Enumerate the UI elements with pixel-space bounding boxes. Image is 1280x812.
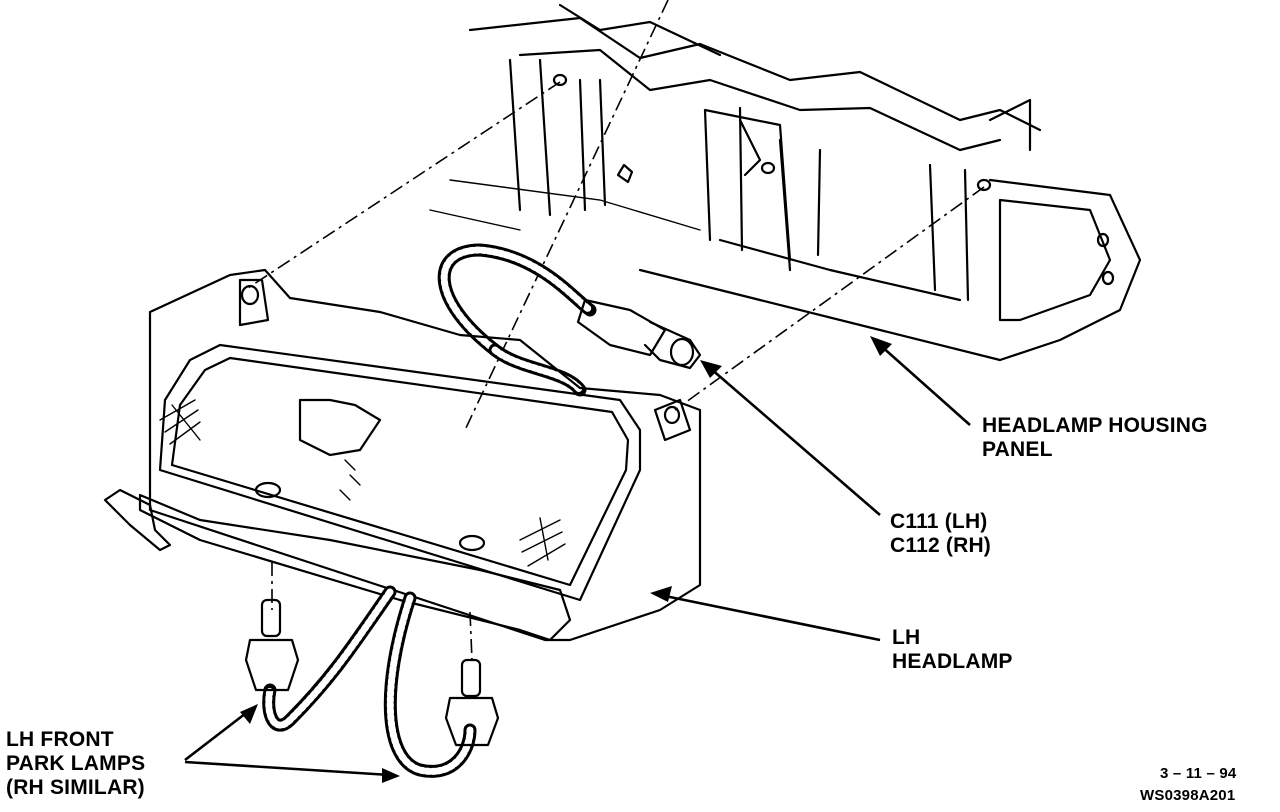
label-line: LH bbox=[892, 626, 921, 649]
label-line: PARK LAMPS bbox=[6, 752, 146, 775]
arrowhead bbox=[870, 336, 892, 356]
alignment-lines bbox=[244, 0, 985, 661]
label-line: PANEL bbox=[982, 438, 1053, 461]
label-line: HEADLAMP bbox=[892, 650, 1013, 673]
arrowhead bbox=[650, 586, 672, 602]
label-line: LH FRONT bbox=[6, 728, 114, 751]
park-lamp-sockets bbox=[244, 585, 500, 778]
label-line: C112 (RH) bbox=[890, 534, 991, 557]
arrowhead bbox=[700, 360, 722, 378]
arrowhead bbox=[382, 768, 400, 783]
connector-harness bbox=[437, 243, 702, 397]
label-park-lamps: LH FRONT PARK LAMPS (RH SIMILAR) bbox=[6, 728, 145, 800]
arrowhead bbox=[240, 704, 258, 724]
label-connector: C111 (LH) C112 (RH) bbox=[890, 510, 991, 558]
footer-code: WS0398A201 bbox=[1140, 787, 1236, 804]
label-line: (RH SIMILAR) bbox=[6, 776, 145, 799]
headlamp-housing-panel-drawing bbox=[429, 3, 1142, 362]
label-headlamp-housing-panel: HEADLAMP HOUSING PANEL bbox=[982, 414, 1208, 462]
label-line: HEADLAMP HOUSING bbox=[982, 414, 1208, 437]
footer-date: 3 – 11 – 94 bbox=[1160, 765, 1237, 782]
label-line: C111 (LH) bbox=[890, 510, 988, 533]
leader-lines bbox=[184, 336, 971, 783]
label-lh-headlamp: LH HEADLAMP bbox=[892, 626, 1013, 674]
lh-headlamp-drawing bbox=[103, 268, 702, 642]
